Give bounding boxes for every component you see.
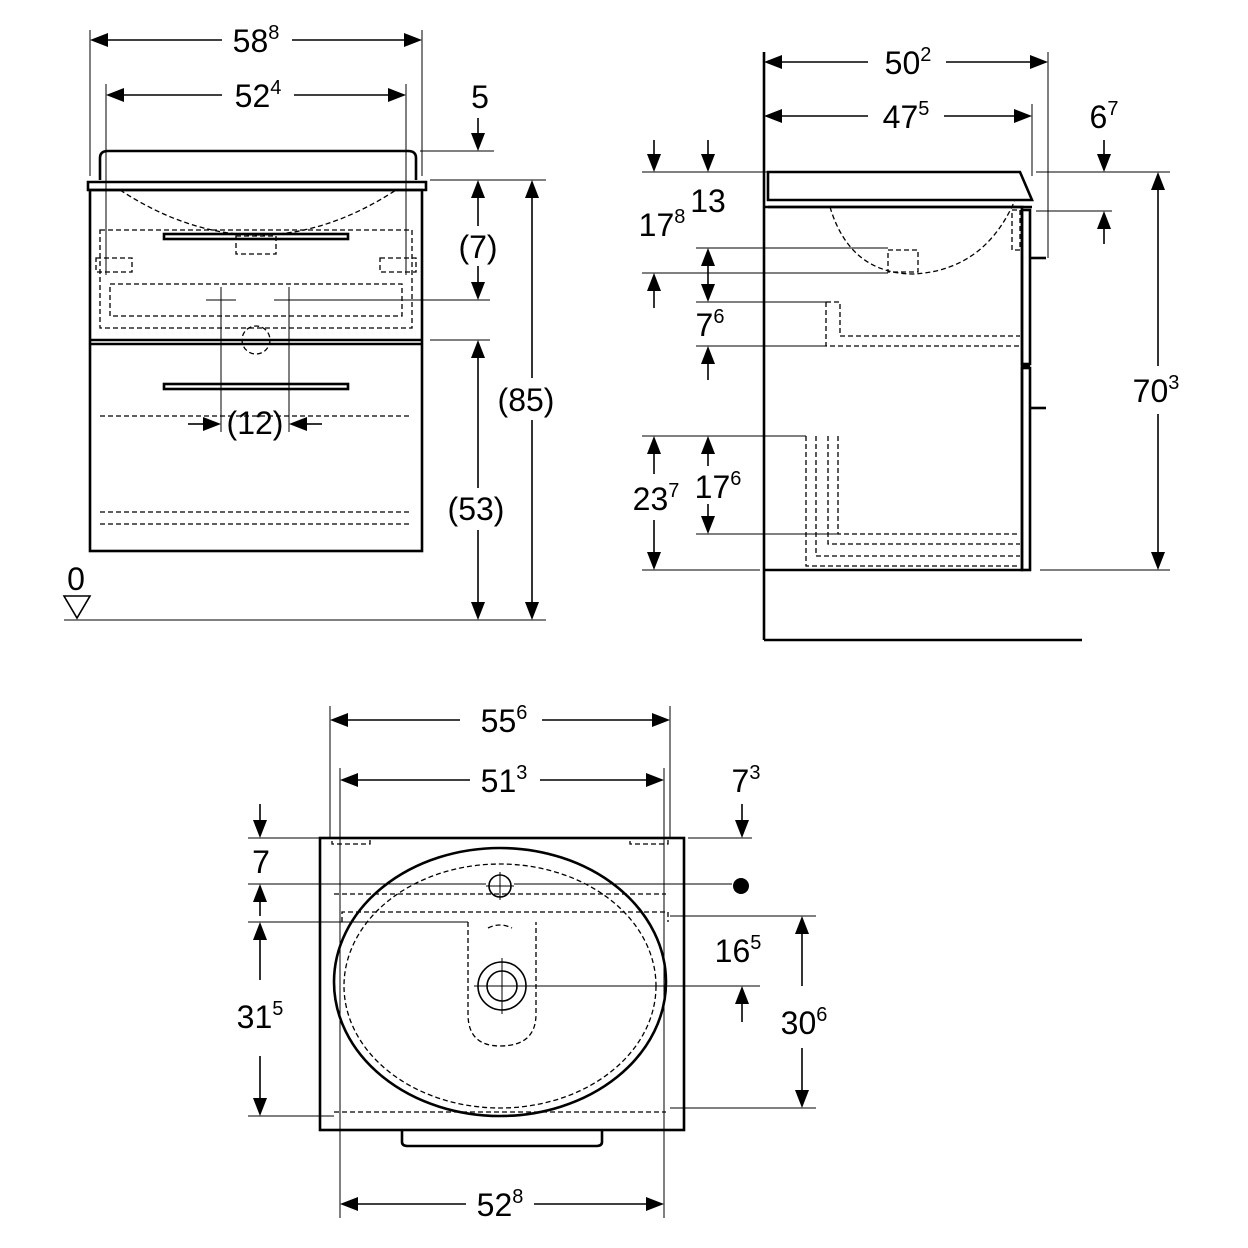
dim-side-depth-overall: 502 (885, 44, 932, 81)
dim-top-width-bottom: 528 (477, 1186, 524, 1223)
dim-top-tap-offset: 7 (252, 844, 270, 880)
dim-top-width-mid: 513 (481, 762, 528, 799)
front-lower-handle (162, 382, 350, 391)
side-view: 502 475 67 13 178 76 703 237 176 (633, 44, 1180, 642)
dim-top-basin-depth: 306 (781, 1004, 828, 1041)
dim-front-floor-level: 0 (67, 561, 85, 597)
floor-level-symbol (62, 595, 92, 620)
dim-front-width-overall: 588 (233, 22, 280, 59)
top-cabinet-outline (318, 836, 686, 1132)
side-bowl-hidden (829, 199, 1016, 275)
side-cabinet-body (764, 205, 1024, 572)
dim-side-rim-height: 13 (690, 183, 726, 219)
front-view: 588 524 5 (7) (12) (85) (53) 0 (62, 22, 555, 621)
dim-front-total-height: (85) (498, 382, 555, 418)
front-basin-outline (98, 149, 418, 180)
dim-side-height-overall: 703 (1133, 372, 1180, 409)
top-view: 556 513 73 7 165 315 306 528 (237, 702, 828, 1223)
side-basin-outline (766, 170, 1034, 202)
dim-front-width-inner: 524 (235, 77, 282, 114)
dim-front-drawer-spacing: (12) (227, 405, 284, 441)
dim-front-top-offset: 5 (471, 79, 489, 115)
dim-front-lower-height: (53) (448, 491, 505, 527)
dim-top-drain-offset: 165 (715, 932, 762, 969)
dim-top-edge-offset: 73 (732, 762, 761, 799)
front-upper-handle (162, 232, 350, 241)
front-cabinet-body (88, 188, 424, 553)
dim-side-plinth-outer: 237 (633, 480, 680, 517)
front-bowl-hidden (119, 189, 397, 236)
top-handle (400, 1130, 604, 1148)
dim-side-drawer-gap: 76 (696, 306, 725, 343)
dim-top-front-depth: 315 (237, 998, 284, 1035)
dim-side-siphon-height: 178 (639, 206, 686, 243)
dim-side-depth-inner: 475 (883, 98, 930, 135)
front-basin-rim (86, 180, 428, 192)
dim-top-width-top: 556 (481, 702, 528, 739)
dim-front-basin-height: (7) (458, 229, 497, 265)
dim-side-plinth-inner: 176 (695, 468, 742, 505)
top-basin-outer (332, 846, 668, 1118)
top-reference-dot (733, 878, 749, 894)
dim-side-front-gap: 67 (1090, 98, 1119, 135)
top-overflow-channel (467, 922, 537, 1047)
